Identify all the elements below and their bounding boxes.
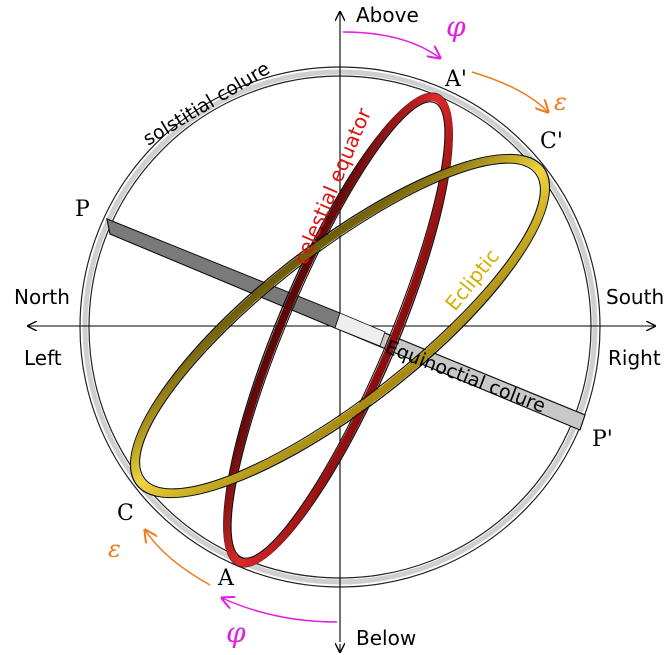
label-south: South	[606, 285, 664, 309]
point-P-prime: P'	[592, 427, 613, 452]
phi-arrow-top	[342, 31, 440, 58]
angle-epsilon-top: ε	[554, 88, 567, 116]
phi-arrow-bottom	[222, 598, 338, 623]
label-left: Left	[24, 346, 62, 370]
angle-phi-bottom: φ	[226, 616, 246, 649]
ecliptic-ring	[129, 153, 551, 499]
label-above: Above	[356, 3, 419, 27]
label-below: Below	[356, 626, 416, 650]
point-A: A	[217, 566, 235, 591]
point-C: C	[117, 501, 134, 526]
equinoctial-colure-band	[106, 218, 586, 431]
label-right: Right	[608, 346, 661, 370]
point-C-prime: C'	[540, 129, 563, 154]
angle-epsilon-bottom: ε	[108, 535, 121, 563]
point-A-prime: A'	[444, 67, 467, 92]
celestial-equator-ring	[223, 92, 453, 568]
epsilon-arrow-bottom	[145, 530, 211, 586]
label-north: North	[14, 285, 70, 309]
angle-phi-top: φ	[446, 10, 466, 43]
epsilon-arrow-top	[471, 71, 548, 112]
point-P: P	[75, 197, 90, 222]
label-solstitial-colure: solstitial colure	[139, 57, 273, 150]
label-celestial-equator: celestial equator	[289, 104, 377, 268]
